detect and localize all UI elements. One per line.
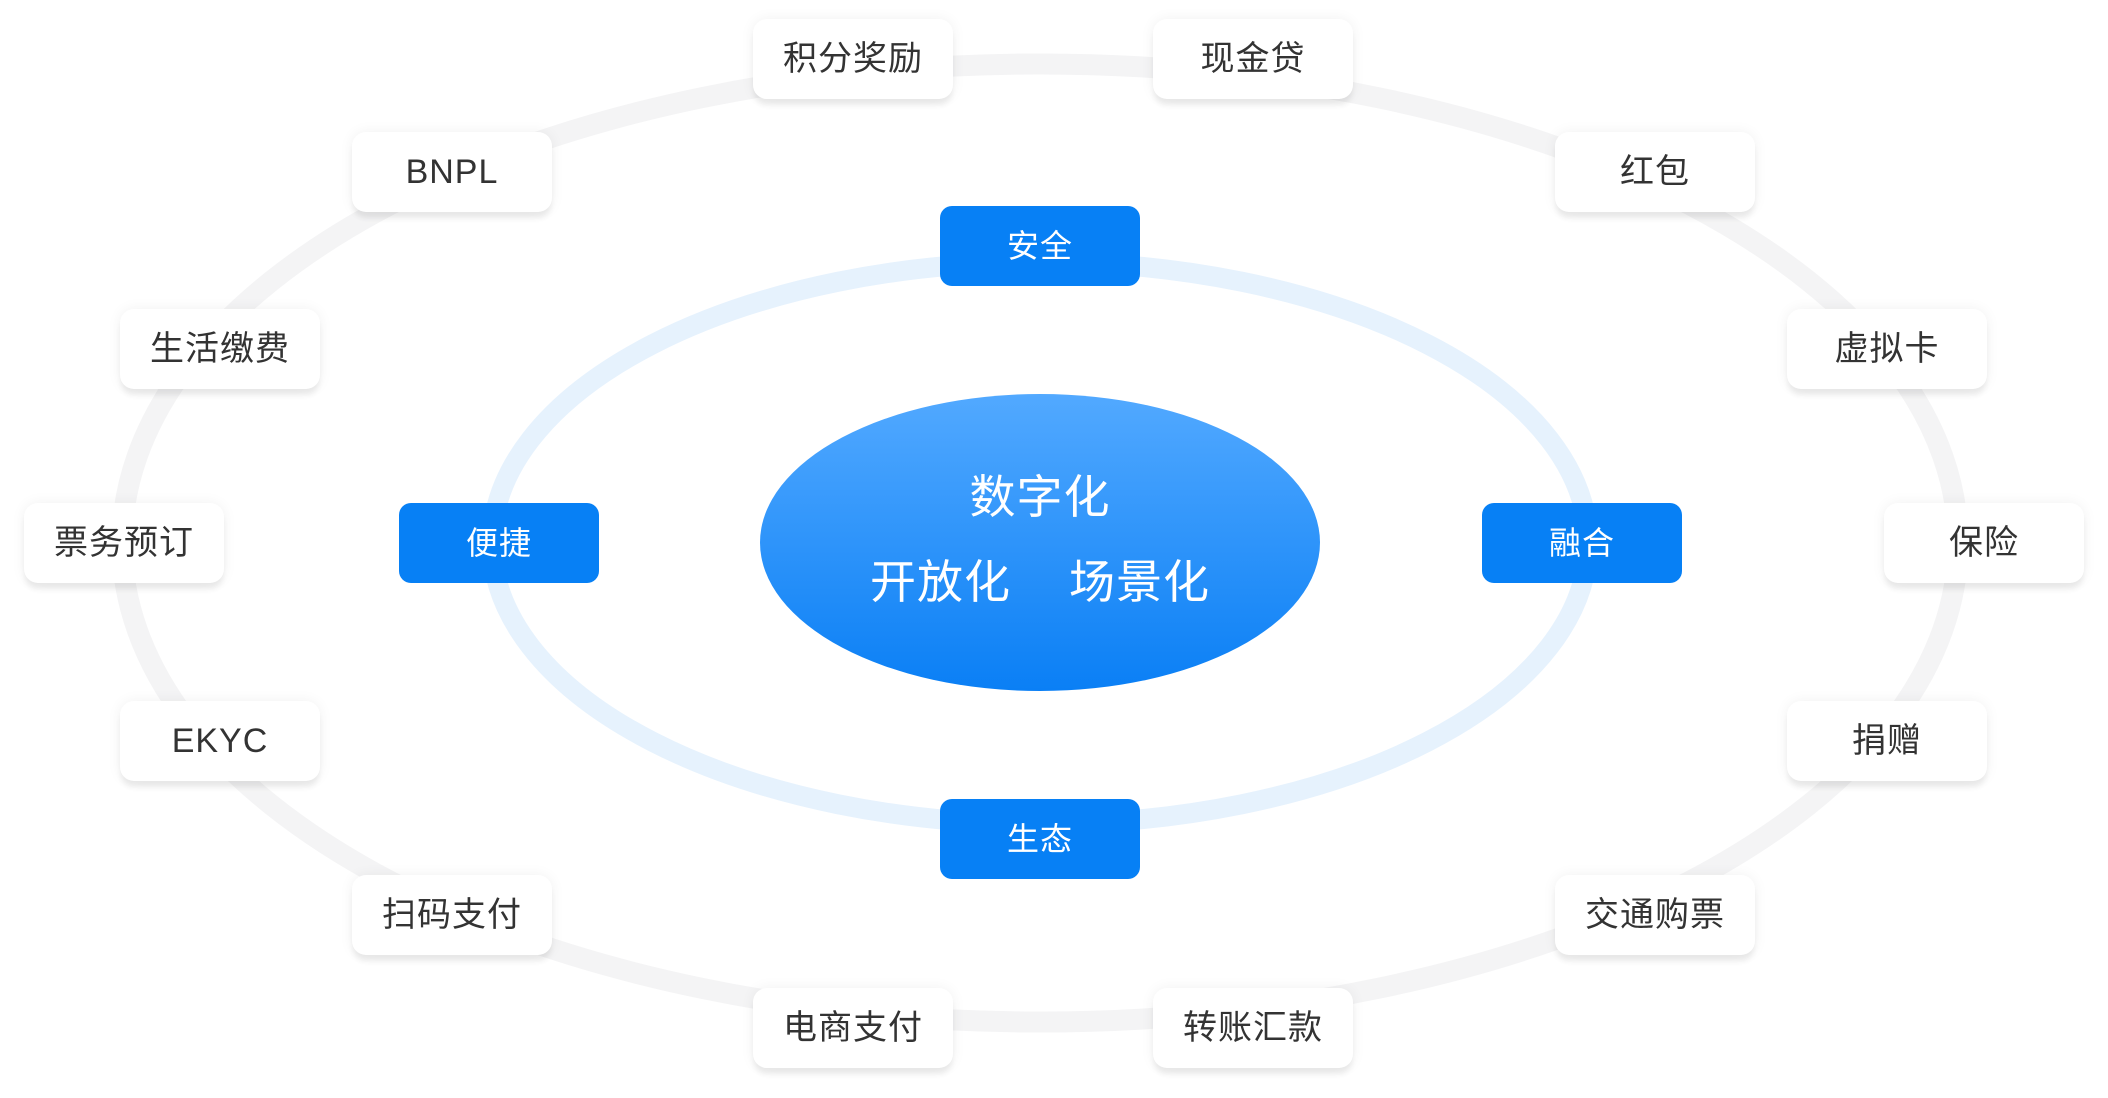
scenario-virtual-card: 虚拟卡 — [1787, 309, 1987, 389]
scenario-red-packet: 红包 — [1555, 132, 1755, 212]
scenario-ticket-booking: 票务预订 — [24, 503, 224, 583]
scenario-cash-loan: 现金贷 — [1153, 19, 1353, 99]
scenario-bill-payment: 生活缴费 — [120, 309, 320, 389]
scenario-donation: 捐赠 — [1787, 701, 1987, 781]
core-subtitle-left: 开放化 — [870, 556, 1011, 608]
scenario-bnpl: BNPL — [352, 132, 552, 212]
scenario-ekyc: EKYC — [120, 701, 320, 781]
scenario-points-rewards: 积分奖励 — [753, 19, 953, 99]
scenario-ecommerce-payment: 电商支付 — [753, 988, 953, 1068]
core-title: 数字化 — [969, 471, 1111, 523]
core-subtitle: 开放化 场景化 — [760, 556, 1320, 608]
core-ellipse: 数字化 开放化 场景化 — [760, 394, 1320, 691]
scenario-insurance: 保险 — [1884, 503, 2084, 583]
pillar-integration: 融合 — [1482, 503, 1682, 583]
scenario-qr-payment: 扫码支付 — [352, 875, 552, 955]
scenario-transit-tickets: 交通购票 — [1555, 875, 1755, 955]
pillar-security: 安全 — [940, 206, 1140, 286]
pillar-convenience: 便捷 — [399, 503, 599, 583]
pillar-ecosystem: 生态 — [940, 799, 1140, 879]
scenario-transfer-remittance: 转账汇款 — [1153, 988, 1353, 1068]
core-subtitle-right: 场景化 — [1069, 556, 1210, 608]
